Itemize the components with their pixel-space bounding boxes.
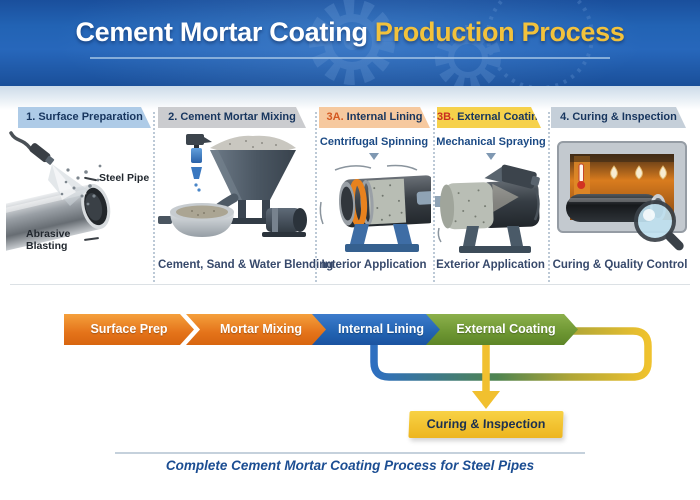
- footer-divider: [115, 452, 585, 454]
- pipe-stand-graphic: [345, 224, 419, 252]
- footer-caption: Complete Cement Mortar Coating Process f…: [165, 458, 535, 473]
- flow-node-mortar-mixing: Mortar Mixing: [186, 314, 328, 345]
- mortar-mixing-illustration: [158, 134, 307, 237]
- step-title: Curing & Inspection: [572, 111, 677, 123]
- mechanical-spraying-label: Mechanical Spraying: [436, 136, 546, 148]
- spray-hose-graphic: [533, 187, 540, 221]
- step-tab-external-coating: 3B.External Coating: [437, 107, 541, 128]
- exterior-application-caption: Exterior Application: [436, 259, 545, 271]
- thermometer-icon: [577, 163, 586, 189]
- curing-quality-caption: Curing & Quality Control: [552, 259, 688, 271]
- panel-baseline: [10, 284, 690, 285]
- surface-prep-illustration: [6, 131, 111, 256]
- step-title: Internal Lining: [346, 111, 423, 123]
- mortar-bowl-graphic: [158, 203, 234, 237]
- step-tab-curing-inspection: 4.Curing & Inspection: [551, 107, 686, 128]
- flow-node-curing-inspection: Curing & Inspection: [408, 411, 564, 438]
- title-accent: Production Process: [374, 17, 625, 47]
- page-title: Cement Mortar Coating Production Process: [0, 17, 700, 48]
- title-underline: [90, 57, 610, 59]
- step-tab-cement-mortar-mixing: 2.Cement Mortar Mixing: [158, 107, 306, 128]
- blast-nozzle-icon: [29, 143, 55, 165]
- step-number: 3A.: [326, 111, 344, 123]
- down-triangle-icon: [369, 153, 379, 160]
- abrasive-particles-graphic: [60, 164, 102, 206]
- external-coating-illustration: [435, 164, 540, 253]
- additive-bottles-graphic: [186, 134, 212, 192]
- column-divider: [548, 112, 550, 282]
- curing-oven-illustration: [557, 141, 687, 251]
- spray-fan-graphic: [492, 183, 519, 212]
- mixer-motor-graphic: [262, 208, 307, 237]
- column-divider: [433, 112, 435, 282]
- heat-droplets-graphic: [610, 165, 667, 180]
- flow-node-external-coating: External Coating: [426, 314, 578, 345]
- down-triangle-icon: [486, 153, 496, 160]
- magnifier-icon: [634, 200, 684, 251]
- interior-application-caption: Interior Application: [321, 259, 427, 271]
- step-title: Cement Mortar Mixing: [180, 111, 296, 123]
- column-divider: [315, 112, 317, 282]
- header-shadow: [0, 86, 700, 110]
- title-main: Cement Mortar Coating: [75, 17, 368, 47]
- step-title: Surface Preparation: [38, 111, 143, 123]
- step-number: 4.: [560, 111, 570, 123]
- spray-gun-graphic: [484, 164, 540, 189]
- step-tab-surface-preparation: 1.Surface Preparation: [18, 107, 151, 128]
- nozzle-hose-graphic: [9, 131, 32, 150]
- spray-cone-highlight: [52, 164, 76, 200]
- abrasive-blasting-label: Abrasive Blasting: [26, 228, 71, 253]
- rotation-arc-graphic: [437, 227, 442, 243]
- step-number: 1.: [26, 111, 36, 123]
- step-number: 3B.: [437, 111, 455, 123]
- steel-pipe-label: Steel Pipe: [99, 172, 150, 184]
- column-divider: [153, 112, 155, 282]
- pipe-stand-graphic: [459, 226, 531, 253]
- centrifugal-spinning-label: Centrifugal Spinning: [319, 136, 429, 148]
- mixing-caption: Cement, Sand & Water Blending: [158, 259, 334, 271]
- mixer-hopper-graphic: [210, 135, 296, 224]
- rotation-arcs-graphic: [319, 164, 418, 225]
- arrowhead-down-icon: [472, 391, 500, 409]
- header-banner: Cement Mortar Coating Production Process: [0, 0, 700, 86]
- step-number: 2.: [168, 111, 178, 123]
- internal-lining-illustration: [319, 164, 431, 252]
- flow-node-internal-lining: Internal Lining: [312, 314, 442, 345]
- step-title: External Coating: [457, 111, 545, 123]
- spinning-pipe-graphic: [338, 175, 431, 228]
- step-tab-internal-lining: 3A.Internal Lining: [319, 107, 430, 128]
- flow-node-surface-prep: Surface Prep: [64, 314, 194, 345]
- coated-pipe-graphic: [440, 180, 540, 230]
